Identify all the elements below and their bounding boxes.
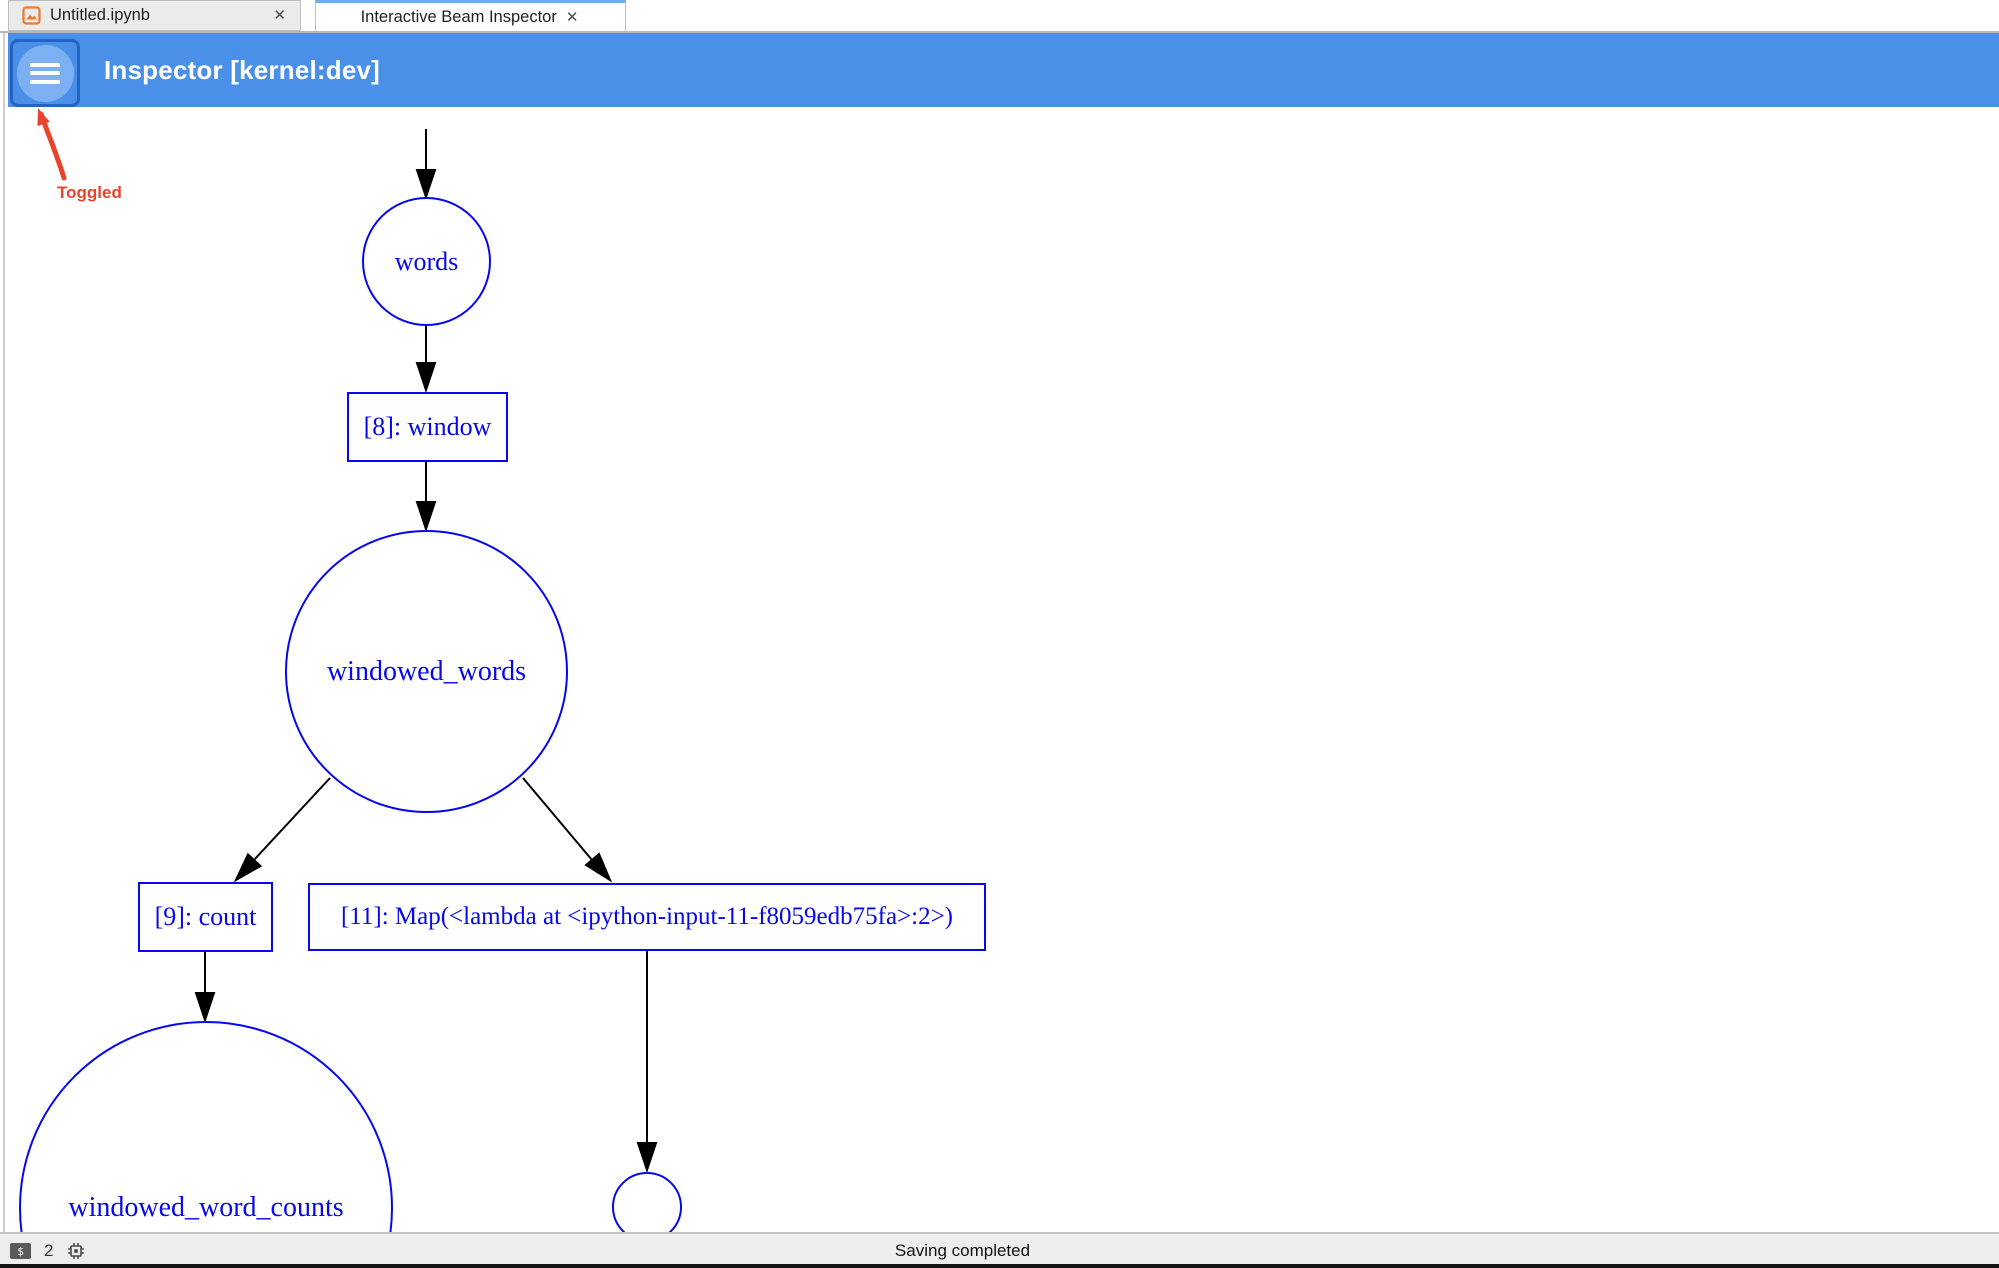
inspector-header-bar: Inspector [kernel:dev] [8, 33, 1999, 107]
terminal-icon[interactable]: $ [10, 1243, 31, 1259]
node-window-transform[interactable]: [8]: window [347, 392, 508, 462]
notebook-icon [22, 6, 41, 25]
node-windowed-words[interactable]: windowed_words [285, 530, 568, 813]
terminal-count: 2 [44, 1241, 54, 1260]
kernel-chip-glyph [68, 1243, 85, 1259]
header-title: Inspector [kernel:dev] [104, 54, 381, 85]
tab-bar: Untitled.ipynb ✕ Interactive Beam Inspec… [0, 0, 1999, 31]
hamburger-menu-icon [16, 44, 74, 102]
window-bottom-edge [0, 1264, 1999, 1268]
node-windowed-word-counts[interactable]: windowed_word_counts [19, 1021, 393, 1232]
tab-label: Untitled.ipynb [50, 6, 150, 24]
node-map-transform[interactable]: [11]: Map(<lambda at <ipython-input-11-f… [308, 883, 986, 951]
node-anonymous-pcollection[interactable] [612, 1172, 682, 1232]
node-words[interactable]: words [362, 197, 491, 326]
tab-label: Interactive Beam Inspector [360, 7, 557, 26]
status-message: Saving completed [894, 1241, 1031, 1260]
tab-interactive-beam-inspector[interactable]: Interactive Beam Inspector ✕ [315, 0, 626, 31]
tab-bar-underline [0, 31, 1999, 33]
status-bar: $ 2 Saving completed [0, 1232, 1999, 1268]
kernel-icon[interactable] [66, 1241, 86, 1261]
pipeline-graph: words [8]: window windowed_words [9]: co… [19, 108, 986, 1232]
content-left-border [3, 33, 5, 1232]
tab-untitled-ipynb[interactable]: Untitled.ipynb ✕ [8, 0, 301, 31]
close-icon[interactable]: ✕ [565, 8, 579, 26]
toggled-annotation-label: Toggled [57, 183, 122, 202]
node-count-transform[interactable]: [9]: count [138, 882, 273, 952]
toggled-annotation-arrow [37, 108, 67, 181]
close-icon[interactable]: ✕ [273, 7, 286, 24]
menu-toggle-button[interactable] [10, 39, 80, 107]
